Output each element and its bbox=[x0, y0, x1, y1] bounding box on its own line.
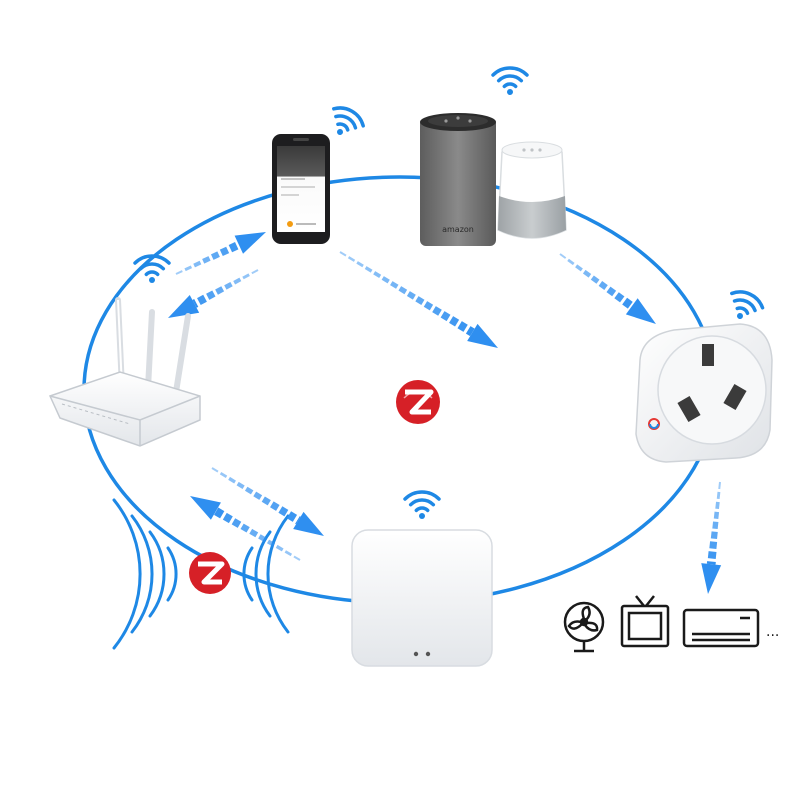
wifi-icon bbox=[133, 254, 171, 283]
speaker-brand-label: amazon bbox=[442, 225, 474, 234]
phone-to-center-arrow bbox=[339, 251, 498, 348]
hub-to-router-arrow bbox=[189, 495, 301, 561]
data-flow-arrows bbox=[167, 231, 722, 594]
smart-plug-icon bbox=[635, 323, 773, 463]
wifi-icon bbox=[491, 66, 529, 95]
wifi-icon bbox=[403, 490, 441, 519]
router-icon bbox=[48, 297, 201, 447]
smart-speaker-icon: amazon bbox=[420, 113, 567, 246]
zigbee-logo-icon bbox=[396, 380, 440, 424]
zigbee-hub-icon bbox=[351, 529, 493, 667]
zigbee-radio-waves bbox=[112, 498, 290, 650]
tv-icon bbox=[620, 595, 670, 648]
router-to-hub-arrow bbox=[211, 467, 325, 537]
air-conditioner-icon bbox=[682, 608, 760, 648]
wifi-signals bbox=[133, 66, 765, 519]
plug-to-appliances-arrow bbox=[701, 481, 722, 594]
zigbee-logo-icon bbox=[189, 552, 231, 594]
fan-icon bbox=[563, 601, 605, 653]
wifi-icon bbox=[332, 106, 365, 135]
phone-to-router-arrow bbox=[167, 269, 259, 318]
smartphone-icon bbox=[272, 134, 330, 244]
wifi-icon bbox=[730, 290, 765, 319]
more-appliances-ellipsis: ... bbox=[766, 624, 779, 640]
speaker-to-plug-arrow bbox=[559, 253, 657, 325]
router-to-phone-arrow bbox=[175, 231, 267, 275]
